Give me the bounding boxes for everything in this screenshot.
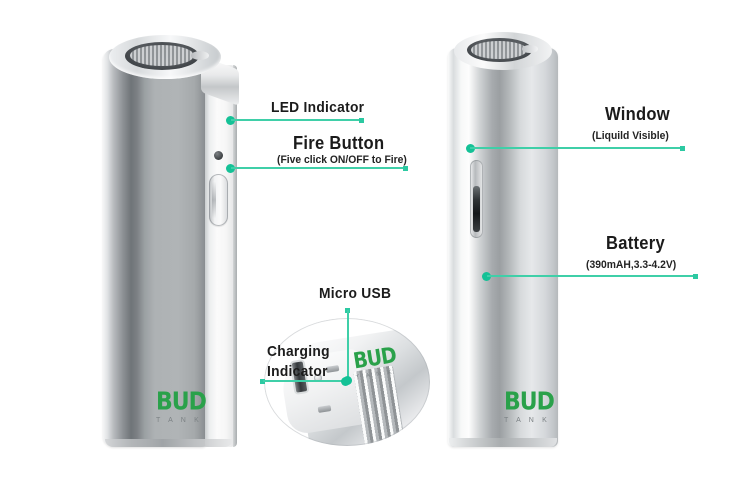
device-left-top-notch — [191, 51, 209, 60]
liquid-level-fill — [473, 186, 480, 232]
led-indicator-label: LED Indicator — [271, 99, 365, 116]
device-right-front-view: BUD T A N K — [448, 32, 558, 447]
brand-subname: T A N K — [504, 417, 551, 424]
micro-usb-leader-line — [347, 310, 349, 382]
device-left-logo: BUD T A N K — [156, 387, 226, 424]
window-label: Window — [605, 104, 670, 124]
battery-sublabel: (390mAH,3.3-4.2V) — [586, 259, 677, 271]
fire-button-sublabel: (Five click ON/OFF to Fire) — [277, 154, 407, 166]
fire-button-leader-line — [231, 167, 405, 169]
device-left-angled-view: BUD T A N K — [103, 35, 239, 447]
device-left-front-panel — [205, 65, 237, 447]
device-right-base — [449, 438, 557, 447]
device-left-front-edge — [233, 65, 237, 447]
fire-button-highlight — [212, 181, 216, 219]
led-indicator-leader-line — [231, 119, 361, 121]
battery-label: Battery — [606, 233, 665, 253]
brand-subname: T A N K — [156, 417, 203, 424]
device-right-top-notch — [522, 45, 538, 53]
device-right-thread-icon — [471, 41, 527, 59]
device-right-body — [448, 48, 558, 447]
battery-leader-tick — [693, 274, 698, 279]
fire-button-anchor-dot — [226, 164, 235, 173]
charging-indicator-leader-tick — [260, 379, 265, 384]
fire-button-component[interactable] — [209, 174, 228, 226]
led-indicator-dot — [214, 151, 223, 160]
led-indicator-anchor-dot — [226, 116, 235, 125]
charging-indicator-label-line1: Charging — [267, 343, 330, 360]
charging-indicator-light — [314, 374, 322, 382]
device-right-logo: BUD T A N K — [504, 387, 570, 424]
battery-anchor-dot — [482, 272, 491, 281]
device-left-body — [103, 49, 207, 447]
battery-leader-line — [487, 275, 695, 277]
fire-button-label: Fire Button — [293, 133, 385, 153]
charging-indicator-label-line2: Indicator — [267, 363, 328, 380]
fire-button-leader-tick — [403, 166, 408, 171]
liquid-window-component — [470, 160, 483, 238]
charging-indicator-leader-line — [263, 380, 345, 382]
window-sublabel: (Liquild Visible) — [592, 130, 669, 142]
charging-indicator-anchor-dot — [341, 377, 350, 386]
micro-usb-label: Micro USB — [319, 285, 392, 302]
window-leader-line — [470, 147, 682, 149]
brand-name: BUD — [504, 387, 555, 417]
led-indicator-leader-tick — [359, 118, 364, 123]
device-left-base — [105, 439, 233, 447]
brand-name: BUD — [156, 387, 207, 417]
window-leader-tick — [680, 146, 685, 151]
device-left-thread-icon — [130, 45, 194, 66]
